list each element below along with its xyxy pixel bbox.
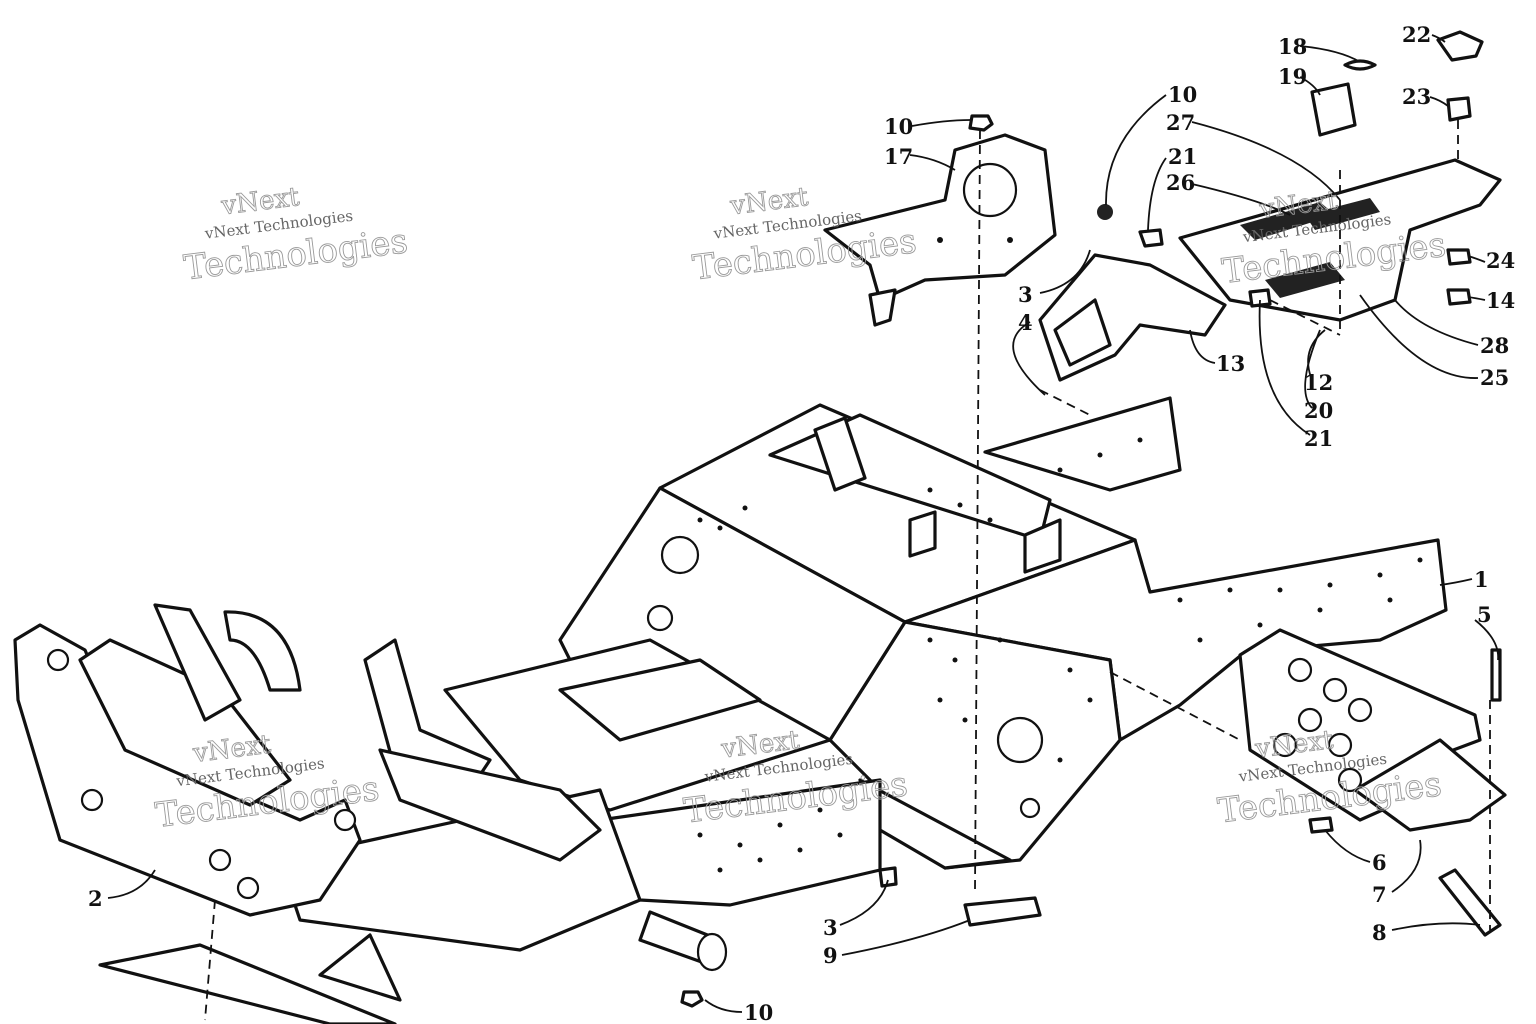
console-support-13 [1038, 253, 1227, 382]
rivet-pattern [697, 437, 1423, 873]
rear-bracket-assembly [1238, 628, 1507, 937]
callout-2: 2 [88, 886, 103, 911]
callout-leaders [107, 34, 1499, 1013]
main-frame [558, 396, 1448, 870]
callout-10-deck: 10 [1168, 82, 1197, 107]
callout-24: 24 [1486, 248, 1515, 273]
callout-labels: 1 2 3 3 4 5 6 7 8 9 10 10 10 12 13 14 17… [88, 22, 1515, 1024]
callout-10-lower: 10 [744, 1000, 773, 1024]
callout-9: 9 [823, 943, 838, 968]
callout-21-lower: 21 [1304, 426, 1333, 451]
callout-26: 26 [1166, 170, 1195, 195]
callout-5: 5 [1477, 602, 1492, 627]
assembly-lines [204, 120, 1491, 1021]
callout-18: 18 [1278, 34, 1307, 59]
callout-4: 4 [1018, 310, 1033, 335]
callout-6: 6 [1372, 850, 1387, 875]
callout-22: 22 [1402, 22, 1431, 47]
callout-12: 12 [1304, 370, 1333, 395]
callout-3-upper: 3 [1018, 282, 1033, 307]
callout-25: 25 [1480, 365, 1509, 390]
callout-10-upper: 10 [884, 114, 913, 139]
callout-7: 7 [1372, 882, 1387, 907]
fasteners [680, 30, 1502, 1008]
callout-20: 20 [1304, 398, 1333, 423]
callout-1: 1 [1474, 567, 1489, 592]
callout-28: 28 [1480, 333, 1509, 358]
callout-17: 17 [884, 144, 913, 169]
callout-13: 13 [1216, 351, 1245, 376]
front-nose-assembly [13, 603, 882, 1024]
callout-23: 23 [1402, 84, 1431, 109]
callout-21-upper: 21 [1168, 144, 1197, 169]
callout-19: 19 [1278, 64, 1307, 89]
rear-deck-assembly [1178, 158, 1502, 322]
callout-27: 27 [1166, 110, 1195, 135]
callout-14: 14 [1486, 288, 1515, 313]
steering-bracket-17 [823, 133, 1057, 327]
callout-8: 8 [1372, 920, 1387, 945]
callout-3-lower: 3 [823, 915, 838, 940]
